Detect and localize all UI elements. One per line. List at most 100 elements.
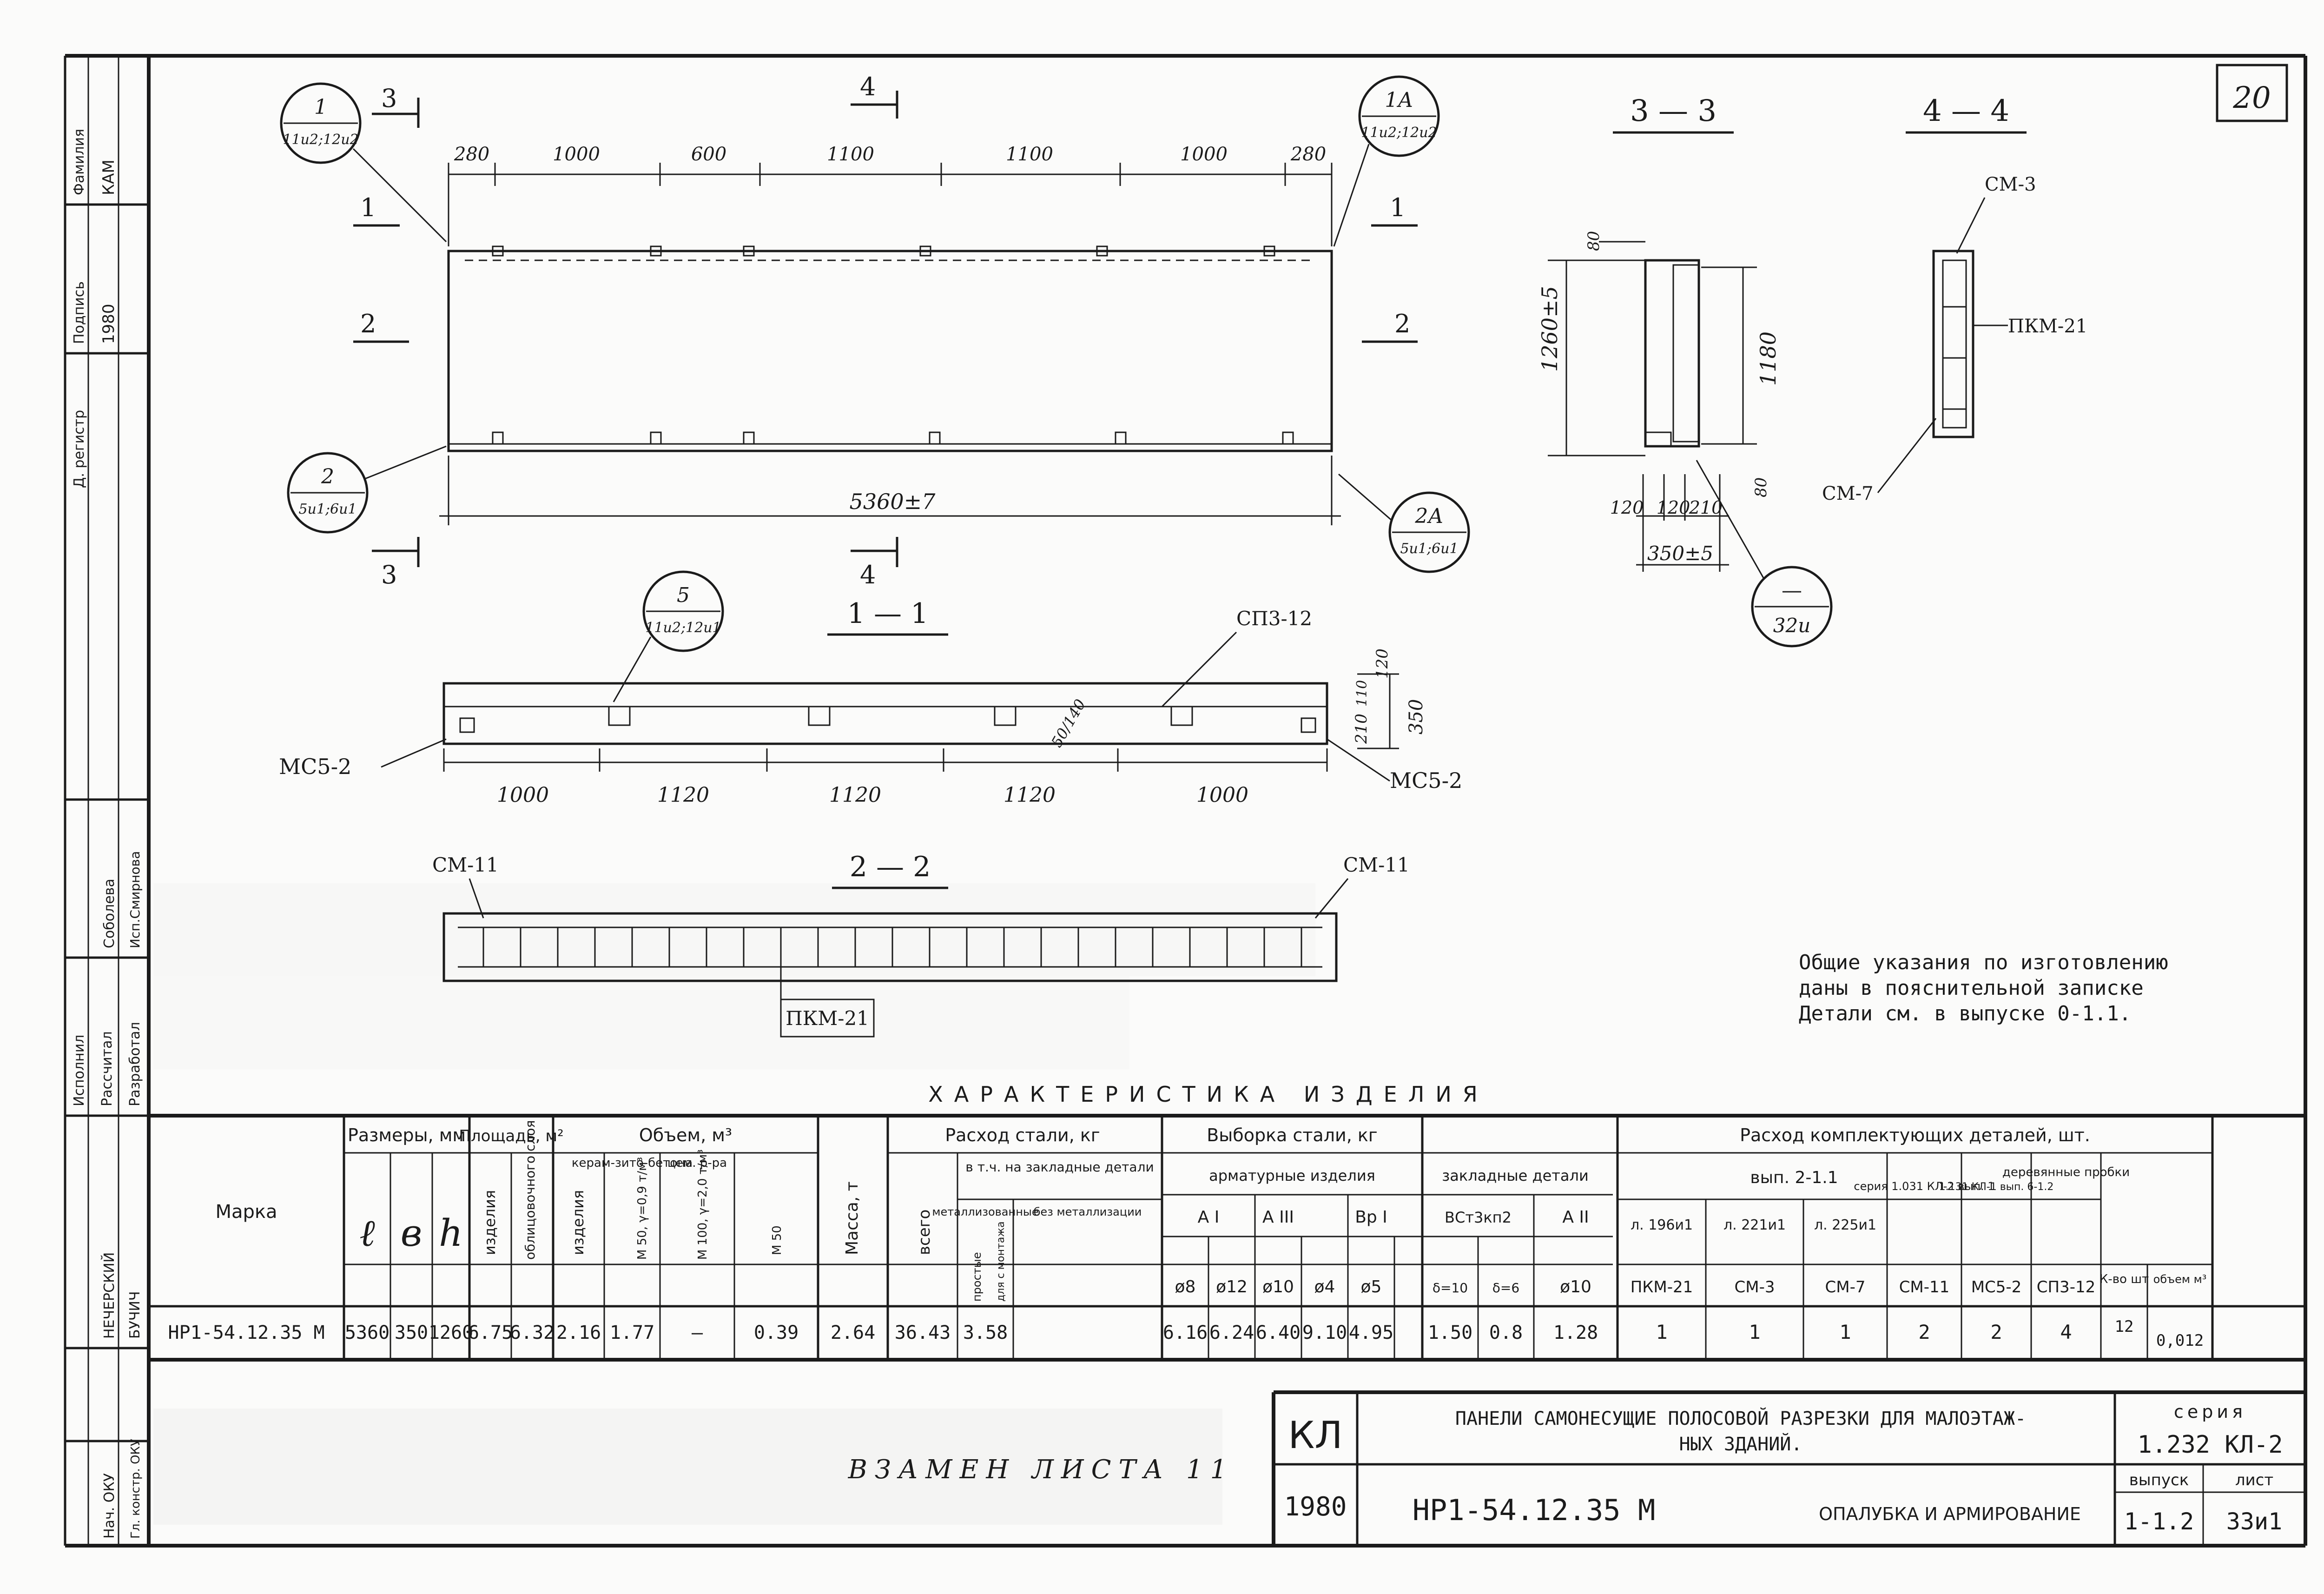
table-header: СП3-12 <box>2037 1278 2095 1296</box>
section-title: 3 — 3 <box>1630 94 1717 128</box>
label: ПКМ-21 <box>2008 316 2087 337</box>
plan-view: 280 1000 600 1100 1100 1000 280 5360±7 3… <box>280 72 1470 589</box>
dim-text: 1120 <box>829 783 881 807</box>
table-header: л. 196и1 <box>1631 1217 1693 1233</box>
stirrups <box>482 927 1302 967</box>
cell: 1260 <box>429 1322 473 1343</box>
cell: 350 <box>395 1322 428 1343</box>
table-header: ø10 <box>1262 1277 1294 1296</box>
table-header: деревянные пробки <box>2002 1165 2130 1179</box>
table-header: СМ-7 <box>1825 1278 1866 1296</box>
table-header: для с монтажа <box>995 1221 1007 1302</box>
table-header: СМ-3 <box>1735 1278 1775 1296</box>
replaces-stamp: ВЗАМЕН ЛИСТА 11 <box>848 1455 1235 1485</box>
length-dim: 5360±7 <box>850 489 936 514</box>
stamp-text: Разработал <box>127 1022 143 1106</box>
stamp-text: Соболева <box>101 879 118 948</box>
dim-text: 210 <box>1352 714 1371 744</box>
table-header: МС5-2 <box>1971 1278 2022 1296</box>
callout-ref: 5и1;6и1 <box>298 501 357 517</box>
dim-text: 1000 <box>1180 144 1228 165</box>
callout-num: 2 <box>321 465 334 489</box>
table-header: ø5 <box>1361 1277 1382 1296</box>
cell: 4.95 <box>1349 1322 1393 1343</box>
table-header: К-во шт <box>2100 1272 2149 1286</box>
table-header: Объем, м³ <box>639 1125 732 1145</box>
table-header: вып. 2-1.1 <box>1750 1168 1838 1187</box>
doc-description: ПАНЕЛИ САМОНЕСУЩИЕ ПОЛОСОВОЙ РАЗРЕЗКИ ДЛ… <box>1455 1407 2026 1429</box>
cell: 6.32 <box>510 1322 555 1343</box>
table-header: ВСт3кп2 <box>1445 1209 1512 1226</box>
callout-ref: 11и2;12и2 <box>1361 125 1437 141</box>
cell: 1.77 <box>610 1322 654 1343</box>
table-title: ХАРАКТЕРИСТИКА ИЗДЕЛИЯ <box>928 1082 1488 1107</box>
stamp-text: Гл. констр. ОКУ <box>129 1439 143 1539</box>
table-header: Расход стали, кг <box>945 1125 1100 1145</box>
dim-text: 1120 <box>1004 783 1056 807</box>
label: СП3-12 <box>1236 607 1312 630</box>
dim-text: 1100 <box>827 144 874 165</box>
bottom-notches <box>492 431 1294 445</box>
callout-num: 5 <box>677 583 690 607</box>
cut-mark: 2 <box>1394 309 1410 338</box>
sheet-value: 33и1 <box>2226 1508 2282 1535</box>
cell: 2.16 <box>556 1322 601 1343</box>
issue-value: 1-1.2 <box>2124 1508 2194 1535</box>
cell: – <box>692 1322 703 1343</box>
callout-num: 1А <box>1385 88 1413 112</box>
table-header: л. 221и1 <box>1723 1217 1786 1233</box>
table-header: М 50, γ=0,9 т/м³ <box>635 1157 649 1260</box>
stamp-text: Исполнил <box>71 1035 87 1106</box>
dim-text: 1260±5 <box>1537 286 1562 372</box>
table-header: металлизованные <box>932 1205 1038 1218</box>
table-vlines <box>343 1116 2214 1360</box>
callout-num: — <box>1782 579 1802 602</box>
note-line: Общие указания по изготовлению <box>1799 951 2168 974</box>
cell: 6.24 <box>1209 1322 1254 1343</box>
callout-num: 2А <box>1414 504 1443 528</box>
table-header: изделия <box>569 1190 587 1255</box>
title-block: КЛ 1980 ПАНЕЛИ САМОНЕСУЩИЕ ПОЛОСОВОЙ РАЗ… <box>1272 1390 2305 1546</box>
callout-num: 1 <box>314 95 327 119</box>
cell: 6.16 <box>1163 1322 1208 1343</box>
cell: 2.64 <box>831 1322 875 1343</box>
stamp-text: КАМ <box>99 159 118 195</box>
label: СМ-3 <box>1985 174 2036 195</box>
cut-mark: 4 <box>860 72 876 101</box>
table-header: ø10 <box>1560 1277 1591 1296</box>
cut-mark: 4 <box>860 560 876 589</box>
cell: 9.10 <box>1302 1322 1347 1343</box>
table-header: ПКМ-21 <box>1631 1278 1693 1296</box>
label: МС5-2 <box>1390 768 1462 793</box>
stamp-text: 1980 <box>99 304 118 344</box>
cell: 12 <box>2115 1317 2134 1336</box>
dim-text: 600 <box>691 144 726 165</box>
table-header: серия 1.031 КЛ-2 вып. 1 <box>1854 1180 1994 1193</box>
table-header: изделия <box>481 1190 499 1255</box>
section-title: 2 — 2 <box>850 851 931 883</box>
section-title: 4 — 4 <box>1923 94 2009 128</box>
cell: 36.43 <box>895 1322 951 1343</box>
table-header: в <box>401 1211 423 1255</box>
table-header: Вр I <box>1355 1208 1387 1227</box>
table-header: ℓ <box>359 1211 375 1255</box>
cell: 0.8 <box>1489 1322 1523 1343</box>
cut-mark: 2 <box>360 309 376 338</box>
table-header: керам-зито-бетона <box>572 1156 693 1170</box>
stamp-text: Д. регистр <box>71 410 87 488</box>
table-header: ø4 <box>1314 1277 1335 1296</box>
table-header: 1.131 КЛ-1 вып. 6-1.2 <box>1939 1181 2054 1193</box>
cut-mark: 1 <box>360 193 376 222</box>
characteristics-table: Марка Размеры, мм ℓ в h Площадь, м² изде… <box>149 1114 2305 1362</box>
cut-mark: 3 <box>381 84 397 113</box>
cell: 1 <box>1839 1321 1851 1343</box>
dim-text: 1000 <box>553 144 600 165</box>
doc-code: КЛ <box>1288 1414 1343 1457</box>
table-header: цем. р-ра <box>667 1156 727 1170</box>
left-stamp-lines <box>65 203 149 1442</box>
dim-text: 1180 <box>1756 331 1781 386</box>
cell-mark: НР1-54.12.35 М <box>168 1322 324 1343</box>
dim-text: 1100 <box>1006 144 1053 165</box>
left-stamp-text: Фамилия КАМ Подпись 1980 Д. регистр Испо… <box>71 129 143 1539</box>
